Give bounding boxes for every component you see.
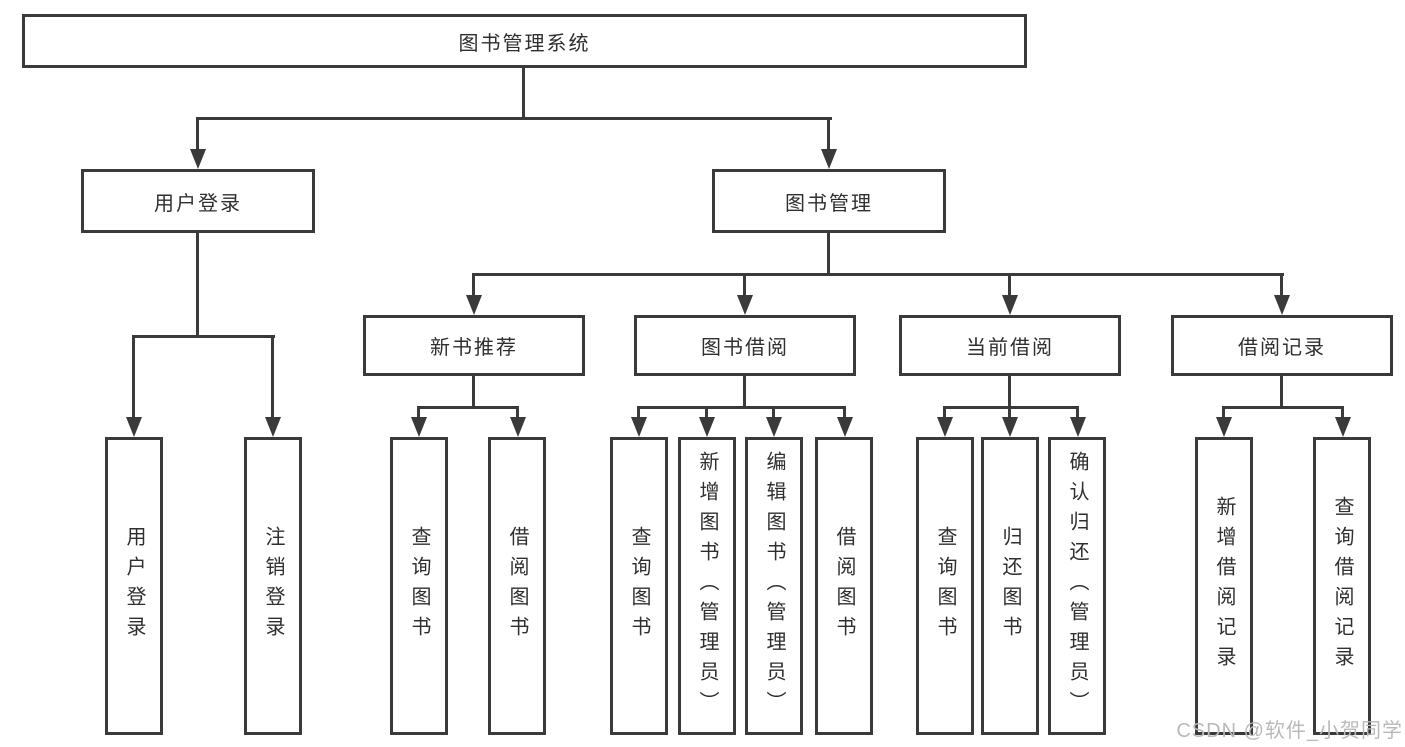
- connector-hline: [1222, 406, 1344, 409]
- connector-hline: [196, 117, 832, 120]
- leaf-query-borrow-record-label: 查询借阅记录: [1331, 496, 1353, 676]
- connector-vline: [843, 406, 846, 417]
- connector-vline: [1341, 406, 1344, 417]
- arrow-down-icon: [1274, 295, 1290, 315]
- leaf-borrow-books-2-label: 借阅图书: [833, 526, 855, 646]
- connector-vline: [743, 273, 746, 295]
- node-book-borrow-label: 图书借阅: [701, 337, 789, 359]
- connector-vline: [943, 406, 946, 417]
- leaf-query-books-3-label: 查询图书: [934, 526, 956, 646]
- connector-vline: [637, 406, 640, 417]
- leaf-query-books-1: 查询图书: [390, 437, 448, 735]
- node-book-management: 图书管理: [712, 169, 946, 233]
- connector-hline: [417, 406, 519, 409]
- arrow-down-icon: [1216, 417, 1232, 437]
- connector-vline: [522, 68, 525, 117]
- connector-vline: [1280, 273, 1283, 295]
- arrow-down-icon: [265, 417, 281, 437]
- leaf-query-borrow-record: 查询借阅记录: [1313, 437, 1371, 735]
- node-borrow-records: 借阅记录: [1171, 315, 1393, 376]
- connector-vline: [516, 406, 519, 417]
- connector-hline: [132, 335, 275, 338]
- node-root-label: 图书管理系统: [458, 32, 591, 55]
- leaf-borrow-books-2: 借阅图书: [815, 437, 873, 735]
- leaf-query-books-2-label: 查询图书: [628, 526, 650, 646]
- leaf-return-books-label: 归还图书: [999, 526, 1021, 646]
- leaf-query-books-1-label: 查询图书: [408, 526, 430, 646]
- leaf-borrow-books-1-label: 借阅图书: [506, 526, 528, 646]
- arrow-down-icon: [126, 417, 142, 437]
- connector-vline: [705, 406, 708, 417]
- connector-vline: [271, 335, 274, 417]
- arrow-down-icon: [510, 417, 526, 437]
- arrow-down-icon: [699, 417, 715, 437]
- connector-hline: [943, 406, 1079, 409]
- connector-hline: [472, 273, 1284, 276]
- connector-vline: [772, 406, 775, 417]
- node-user-login: 用户登录: [81, 169, 315, 233]
- leaf-logout-label: 注销登录: [262, 526, 284, 646]
- node-book-borrow: 图书借阅: [634, 315, 856, 376]
- connector-vline: [472, 376, 475, 406]
- arrow-down-icon: [937, 417, 953, 437]
- arrow-down-icon: [737, 295, 753, 315]
- connector-vline: [827, 117, 830, 149]
- connector-vline: [472, 273, 475, 295]
- leaf-confirm-return-admin-label: 确认归还（管理员）: [1066, 451, 1088, 721]
- connector-vline: [1008, 406, 1011, 417]
- connector-vline: [1008, 273, 1011, 295]
- node-user-login-label: 用户登录: [154, 192, 242, 215]
- node-new-book-recommend-label: 新书推荐: [430, 337, 518, 359]
- arrow-down-icon: [411, 417, 427, 437]
- arrow-down-icon: [821, 149, 837, 169]
- connector-vline: [1008, 376, 1011, 406]
- connector-vline: [1222, 406, 1225, 417]
- node-borrow-records-label: 借阅记录: [1238, 337, 1326, 359]
- arrow-down-icon: [1002, 295, 1018, 315]
- leaf-add-books-admin-label: 新增图书（管理员）: [696, 451, 718, 721]
- arrow-down-icon: [1002, 417, 1018, 437]
- leaf-user-login-label: 用户登录: [123, 526, 145, 646]
- leaf-query-books-3: 查询图书: [916, 437, 974, 735]
- leaf-confirm-return-admin: 确认归还（管理员）: [1048, 437, 1106, 735]
- node-root: 图书管理系统: [22, 14, 1027, 68]
- connector-vline: [196, 117, 199, 149]
- arrow-down-icon: [631, 417, 647, 437]
- leaf-query-books-2: 查询图书: [610, 437, 668, 735]
- node-current-borrow: 当前借阅: [899, 315, 1121, 376]
- arrow-down-icon: [1335, 417, 1351, 437]
- arrow-down-icon: [837, 417, 853, 437]
- connector-vline: [1076, 406, 1079, 417]
- leaf-add-borrow-record-label: 新增借阅记录: [1213, 496, 1235, 676]
- connector-vline: [827, 233, 830, 273]
- node-current-borrow-label: 当前借阅: [966, 337, 1054, 359]
- arrow-down-icon: [190, 149, 206, 169]
- watermark: CSDN @软件_小贺同学: [1176, 720, 1403, 742]
- leaf-user-login: 用户登录: [105, 437, 163, 735]
- leaf-borrow-books-1: 借阅图书: [488, 437, 546, 735]
- leaf-add-books-admin: 新增图书（管理员）: [678, 437, 736, 735]
- arrow-down-icon: [766, 417, 782, 437]
- node-new-book-recommend: 新书推荐: [363, 315, 585, 376]
- leaf-edit-books-admin: 编辑图书（管理员）: [745, 437, 803, 735]
- arrow-down-icon: [466, 295, 482, 315]
- node-book-management-label: 图书管理: [785, 192, 873, 215]
- leaf-add-borrow-record: 新增借阅记录: [1195, 437, 1253, 735]
- connector-hline: [637, 406, 846, 409]
- leaf-logout: 注销登录: [244, 437, 302, 735]
- connector-vline: [743, 376, 746, 406]
- connector-vline: [1280, 376, 1283, 406]
- leaf-edit-books-admin-label: 编辑图书（管理员）: [763, 451, 785, 721]
- leaf-return-books: 归还图书: [981, 437, 1039, 735]
- connector-vline: [417, 406, 420, 417]
- arrow-down-icon: [1070, 417, 1086, 437]
- connector-vline: [196, 233, 199, 335]
- connector-vline: [132, 335, 135, 417]
